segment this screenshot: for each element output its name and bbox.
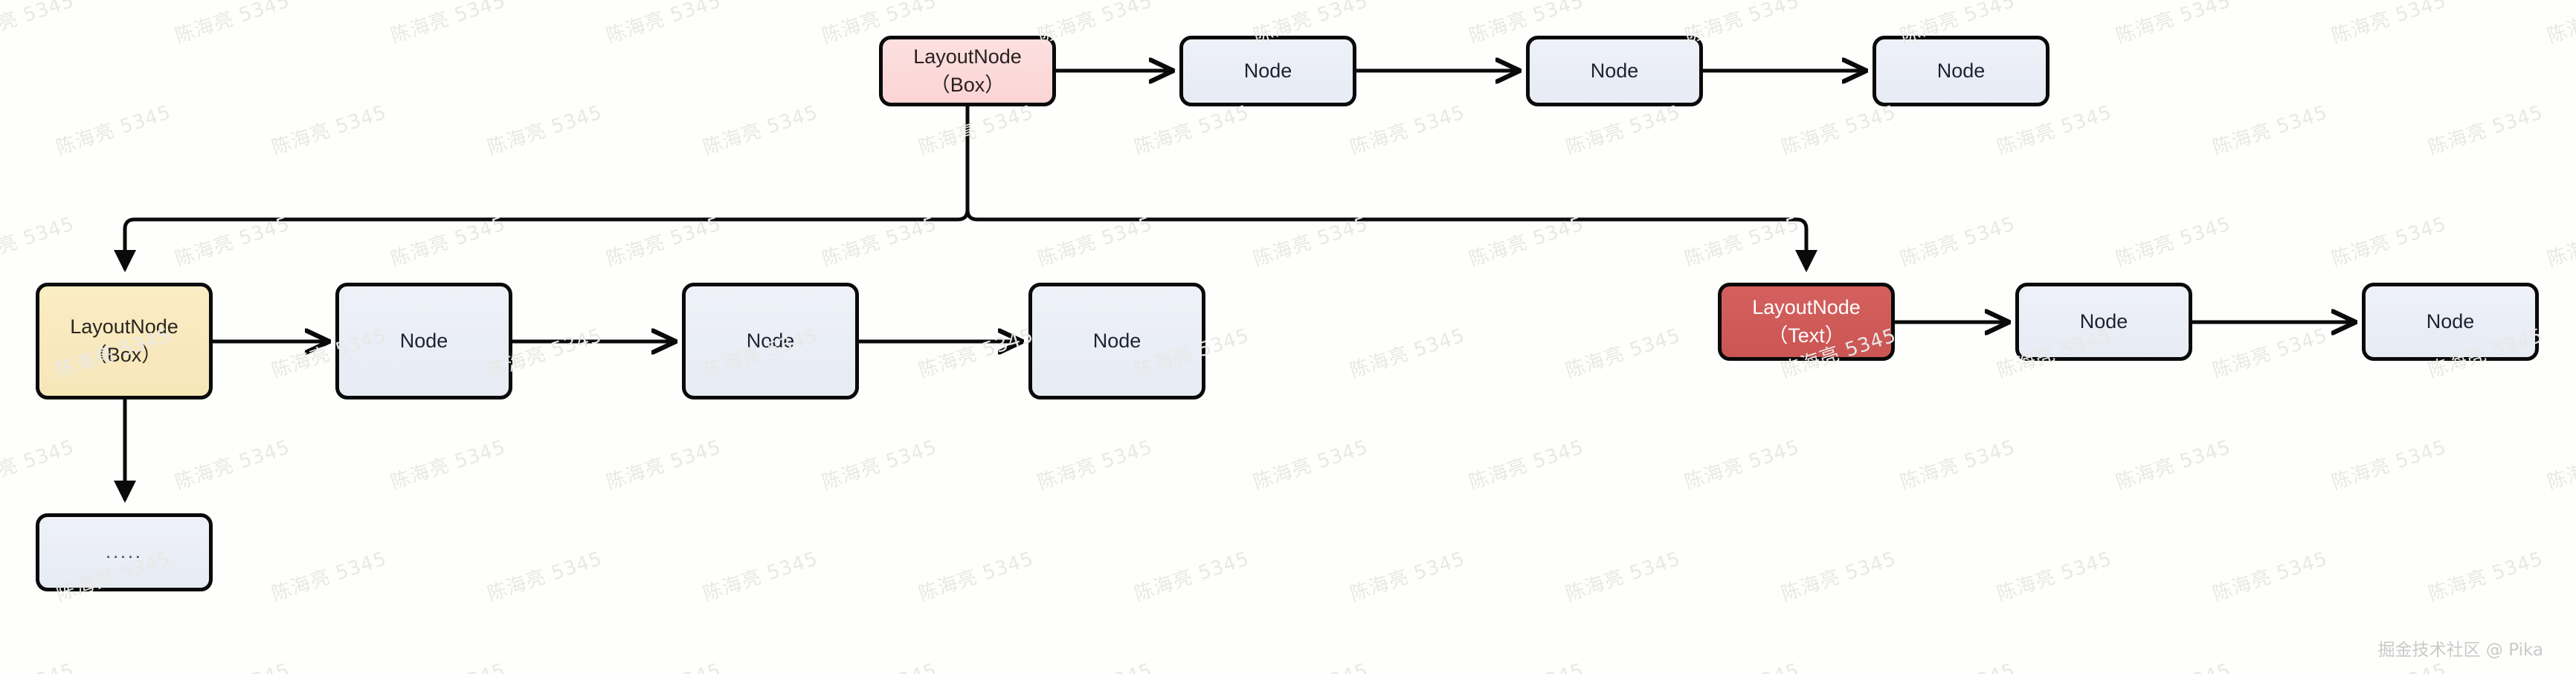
node-label-line: Node xyxy=(399,329,448,352)
diagram-node-n2-5[interactable]: Node xyxy=(2015,283,2192,361)
diagram-node-n2-3[interactable]: Node xyxy=(1028,283,1205,399)
node-label-line: ..... xyxy=(106,542,143,563)
node-label-line: （Box） xyxy=(86,343,162,366)
diagram-node-n1-2[interactable]: Node xyxy=(1526,36,1703,106)
diagram-node-n3-0[interactable]: ..... xyxy=(36,513,213,591)
node-label-line: LayoutNode xyxy=(1752,296,1861,319)
node-label-line: （Text） xyxy=(1768,324,1845,347)
node-label-line: Node xyxy=(1243,59,1292,82)
node-label-line: Node xyxy=(2079,309,2128,333)
node-label-line: LayoutNode xyxy=(913,45,1022,68)
diagram-node-n2-2[interactable]: Node xyxy=(682,283,859,399)
edge-branch-right xyxy=(965,106,1817,273)
diagram-node-n2-6[interactable]: Node xyxy=(2362,283,2539,361)
node-label-line: LayoutNode xyxy=(70,315,178,338)
credit-watermark: 掘金技术社区 @ Pika xyxy=(2377,641,2543,660)
diagram-node-n2-1[interactable]: Node xyxy=(335,283,512,399)
edge-branch-left xyxy=(114,106,970,273)
node-label-line: （Box） xyxy=(930,73,1005,96)
node-label-line: Node xyxy=(1590,59,1639,82)
diagram-node-n2-0[interactable]: LayoutNode （Box） xyxy=(36,283,213,399)
diagram-node-n1-3[interactable]: Node xyxy=(1873,36,2049,106)
diagram-node-n1-0[interactable]: LayoutNode （Box） xyxy=(879,36,1056,106)
diagram-node-n2-4[interactable]: LayoutNode （Text） xyxy=(1718,283,1895,361)
node-label-line: Node xyxy=(746,329,795,352)
node-label-line: Node xyxy=(1092,329,1142,352)
node-label-line: Node xyxy=(2426,309,2475,333)
diagram-node-n1-1[interactable]: Node xyxy=(1179,36,1356,106)
node-label-line: Node xyxy=(1936,59,1986,82)
